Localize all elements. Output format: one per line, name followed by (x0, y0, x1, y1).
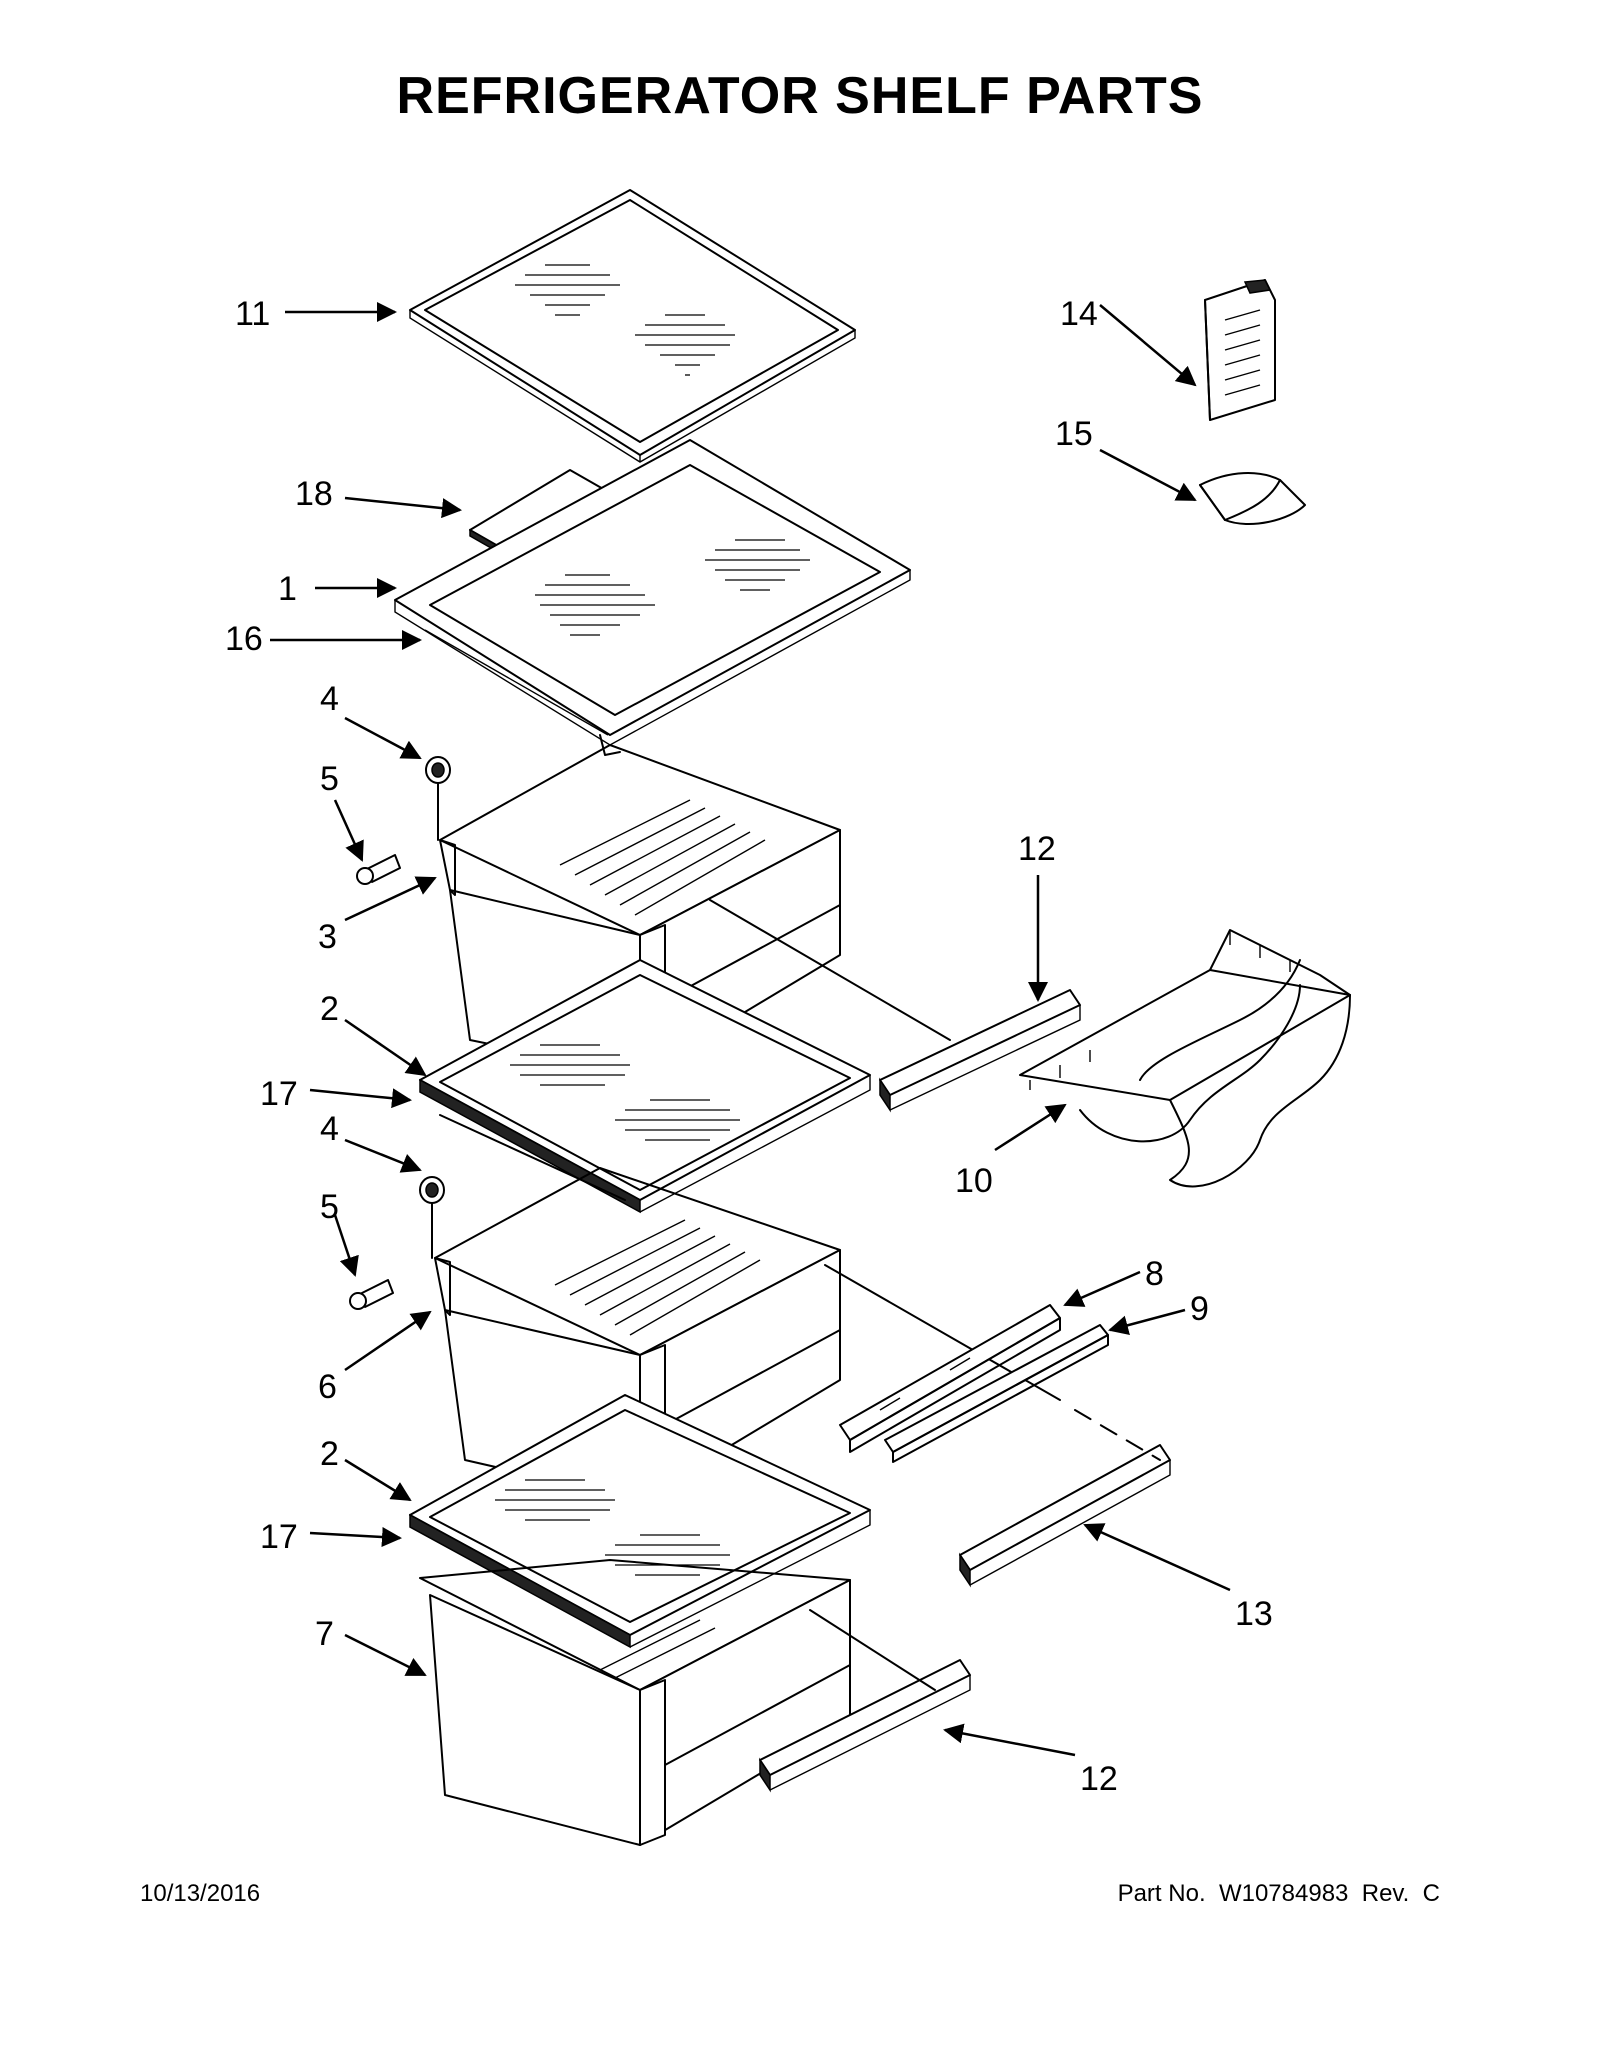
part-5-pin-upper (356, 854, 401, 885)
part-4-roller-upper (425, 756, 451, 841)
callout-12-upper: 12 (1018, 830, 1056, 868)
rev-label: Rev. (1361, 1880, 1410, 1907)
callout-5-lower: 5 (320, 1188, 339, 1226)
part-14-housing (1204, 279, 1276, 421)
callout-17-upper: 17 (260, 1075, 298, 1113)
callout-12-lower: 12 (1080, 1760, 1118, 1798)
leader-lines (270, 302, 1231, 1757)
part-8-slide (839, 1304, 1061, 1453)
callout-10: 10 (955, 1162, 993, 1200)
callout-4-lower: 4 (320, 1110, 339, 1148)
part-number: W10784983 (1218, 1880, 1349, 1907)
callout-4-upper: 4 (320, 680, 339, 718)
part-4-roller-lower (419, 1176, 445, 1259)
part-12-trim-upper (709, 899, 1081, 1113)
callout-2-upper: 2 (320, 990, 339, 1028)
footer-date: 10/13/2016 (140, 1880, 261, 1907)
part-7-deli-drawer (419, 1559, 851, 1846)
part-1-shelf-assembly (394, 439, 911, 756)
part-15-shroud (1199, 472, 1306, 526)
part-label: Part No. (1117, 1880, 1206, 1907)
callout-16: 16 (225, 620, 263, 658)
callout-18: 18 (295, 475, 333, 513)
callout-13: 13 (1235, 1595, 1273, 1633)
callout-labels: 11 14 15 18 1 16 4 5 3 12 2 17 10 4 5 8 … (225, 295, 1273, 1798)
callout-7: 7 (315, 1615, 334, 1653)
part-12-trim-lower (759, 1609, 971, 1793)
callout-3: 3 (318, 918, 337, 956)
part-10-wine-rack (1019, 929, 1351, 1188)
part-11-glass-shelf (409, 189, 856, 463)
callout-9: 9 (1190, 1290, 1209, 1328)
callout-5-upper: 5 (320, 760, 339, 798)
callout-15: 15 (1055, 415, 1093, 453)
callout-2-lower: 2 (320, 1435, 339, 1473)
part-5-pin-lower (349, 1279, 394, 1310)
part-2-crisper-cover-upper (419, 959, 871, 1214)
page-title: REFRIGERATOR SHELF PARTS (396, 67, 1204, 125)
rev-value: C (1422, 1880, 1440, 1907)
callout-8: 8 (1145, 1255, 1164, 1293)
part-9-slide (884, 1324, 1109, 1463)
callout-1: 1 (278, 570, 297, 608)
part-2-crisper-cover-lower (409, 1394, 871, 1649)
callout-17-lower: 17 (260, 1518, 298, 1556)
callout-11: 11 (235, 295, 270, 333)
footer-part-number: Part No. W10784983 Rev. C (1118, 1880, 1440, 1908)
callout-14: 14 (1060, 295, 1098, 333)
callout-6: 6 (318, 1368, 337, 1406)
